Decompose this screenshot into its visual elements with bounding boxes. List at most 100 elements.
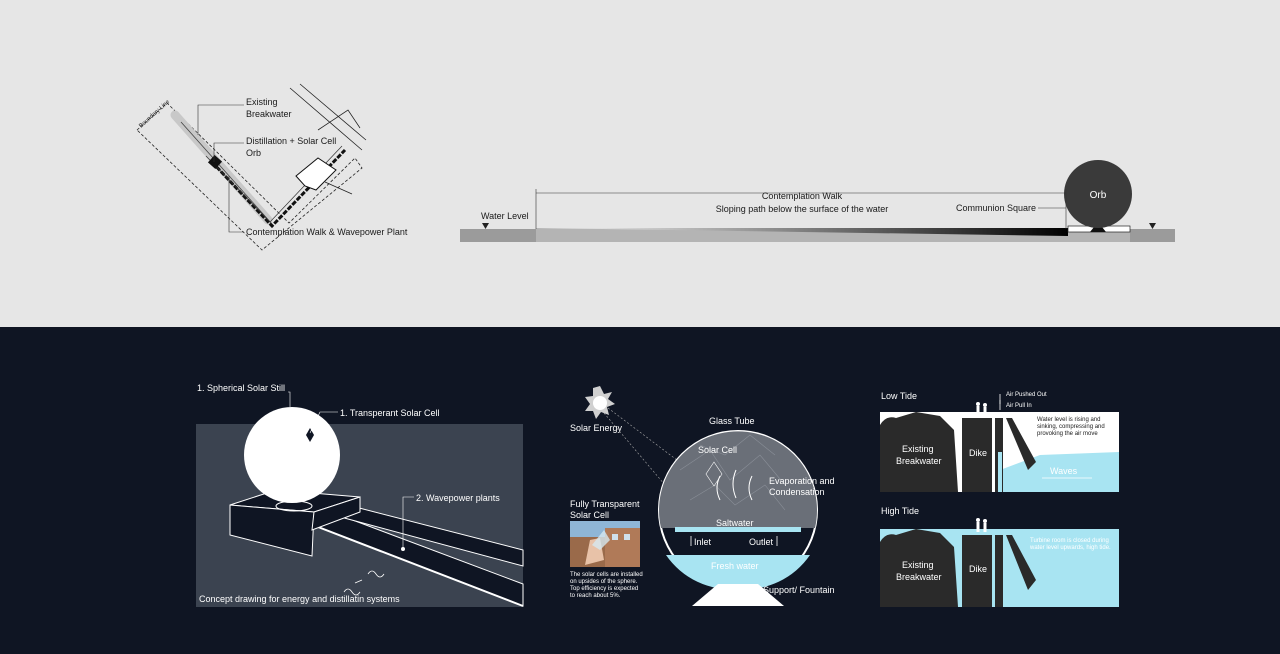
distillation-building xyxy=(295,157,337,191)
low-tide-slope xyxy=(1000,412,1119,452)
wave-squiggle-2 xyxy=(367,570,385,578)
saltwater-tray xyxy=(675,527,801,532)
communion-square-label: Communion Square xyxy=(956,203,1036,213)
transparent-note-1: The solar cells are installed xyxy=(570,572,643,578)
solar-cell-label: Solar Cell xyxy=(698,445,737,455)
concept-orb xyxy=(244,407,340,503)
ground-right xyxy=(1130,229,1175,242)
fresh-water-basin xyxy=(666,555,810,590)
low-note-3: provoking the air move xyxy=(1037,431,1098,437)
distillation-label-2: Orb xyxy=(246,148,261,158)
high-dike-label: Dike xyxy=(969,564,987,574)
evaporation-label-2: Condensation xyxy=(769,487,825,497)
low-tide-turbine-arm xyxy=(1006,418,1036,470)
boundary-line-outline xyxy=(136,102,363,251)
vapor-3 xyxy=(748,475,753,501)
leader-cell xyxy=(309,411,338,434)
section-orb xyxy=(1064,160,1132,228)
people-icon xyxy=(976,402,987,416)
glass-sphere-upper xyxy=(658,431,817,528)
street-line-4 xyxy=(324,181,353,195)
support-fountain xyxy=(692,584,784,606)
water-level-label: Water Level xyxy=(481,211,529,221)
street-line-2 xyxy=(299,83,367,141)
leader-breakwater xyxy=(197,104,244,135)
distillation-diagram: Solar Energy Glass Tube Solar Cell Evapo… xyxy=(570,386,835,606)
wave-squiggle-1 xyxy=(343,588,361,596)
cell-label: 1. Transperant Solar Cell xyxy=(340,408,440,418)
ground-left xyxy=(460,229,536,242)
wave-channel-edge xyxy=(299,519,524,607)
street-line-3 xyxy=(317,109,361,131)
arrow-1 xyxy=(354,579,363,584)
high-note-2: water level upwards, high tide. xyxy=(1029,545,1111,551)
vapor-2 xyxy=(732,469,737,499)
leader-distillation xyxy=(213,142,244,162)
water-level-marker-right xyxy=(1149,223,1156,229)
solar-cell-diamond-small xyxy=(705,461,723,487)
inlet-label: Inlet xyxy=(694,537,712,547)
high-breakwater-label-1: Existing xyxy=(902,560,934,570)
contemplation-walk-label: Contemplation Walk & Wavepower Plant xyxy=(246,227,408,237)
high-note-1: Turbine room is closed during xyxy=(1030,538,1109,544)
water-level-marker-left xyxy=(482,223,489,229)
wavepower-label: 2. Wavepower plants xyxy=(416,493,500,503)
high-tide-dike xyxy=(962,535,992,607)
low-tide-title: Low Tide xyxy=(881,391,917,401)
section-orb-label: Orb xyxy=(1090,190,1107,201)
waves-label: Waves xyxy=(1050,466,1078,476)
solar-cell-photo xyxy=(570,521,640,567)
low-tide-dike xyxy=(962,418,992,492)
low-tide-diagram: Low Tide Existing Breakwater Dike Air Pu… xyxy=(880,391,1119,492)
street-line-1 xyxy=(289,87,363,151)
high-tide-chamber xyxy=(995,535,1003,607)
outlet-label: Outlet xyxy=(749,537,774,547)
saltwater-label: Saltwater xyxy=(716,518,754,528)
high-tide-turbine-arm xyxy=(1006,535,1036,590)
leader-wavepower xyxy=(402,496,414,549)
people-icon-high xyxy=(976,518,987,532)
glass-tube-label: Glass Tube xyxy=(709,416,755,426)
base-box-front xyxy=(229,504,315,557)
base-box-side xyxy=(311,496,361,531)
sloping-path-wedge xyxy=(536,228,1068,236)
crystal-lines xyxy=(679,434,786,511)
concept-caption: Concept drawing for energy and distillat… xyxy=(199,594,400,604)
breakwater-edge xyxy=(180,121,273,225)
sloping-path-label: Sloping path below the surface of the wa… xyxy=(716,204,889,214)
transparent-title-1: Fully Transparent xyxy=(570,499,640,509)
support-label: Support/ Fountain xyxy=(763,585,835,595)
leader-walk xyxy=(228,176,244,233)
orb-marker xyxy=(207,154,223,170)
high-tide-title: High Tide xyxy=(881,506,919,516)
distillation-label-1: Distillation + Solar Cell xyxy=(246,136,336,146)
transparent-note-4: to reach about 5%. xyxy=(570,593,621,599)
boundary-line-label: Boundary Line xyxy=(138,99,171,130)
air-label: Air xyxy=(1007,438,1014,444)
low-dike-label: Dike xyxy=(969,448,987,458)
solar-cell-diamond xyxy=(306,428,314,442)
transparent-note-3: Top efficiency is expected xyxy=(570,586,638,592)
low-note-1: Water level is rising and xyxy=(1037,417,1100,423)
air-in-label: Air Pull In xyxy=(1006,403,1032,409)
existing-breakwater-label-1: Existing xyxy=(246,97,278,107)
concept-drawing: 1. Spherical Solar Still 1. Transperant … xyxy=(196,383,524,607)
contemplation-walk-section-label: Contemplation Walk xyxy=(762,191,843,201)
high-tide-breakwater xyxy=(880,529,958,607)
low-note-2: sinking, compressing and xyxy=(1037,424,1105,430)
low-tide-breakwater xyxy=(880,412,958,492)
leader-still xyxy=(288,391,291,407)
high-tide-diagram: High Tide Existing Breakwater Dike Turbi… xyxy=(880,506,1119,607)
transparent-title-2: Solar Cell xyxy=(570,510,609,520)
section-view: Orb Water Level Contemplation Walk Slopi… xyxy=(460,160,1175,242)
solar-energy-label: Solar Energy xyxy=(570,423,623,433)
low-breakwater-label-1: Existing xyxy=(902,444,934,454)
low-tide-water-chamber xyxy=(998,452,1002,492)
still-label: 1. Spherical Solar Still xyxy=(197,383,285,393)
evaporation-label-1: Evaporation and xyxy=(769,476,835,486)
air-out-label: Air Pushed Out xyxy=(1006,392,1047,398)
fresh-water-label: Fresh water xyxy=(711,561,759,571)
existing-breakwater-label-2: Breakwater xyxy=(246,109,292,119)
transparent-note-2: on upsides of the sphere. xyxy=(570,579,638,585)
